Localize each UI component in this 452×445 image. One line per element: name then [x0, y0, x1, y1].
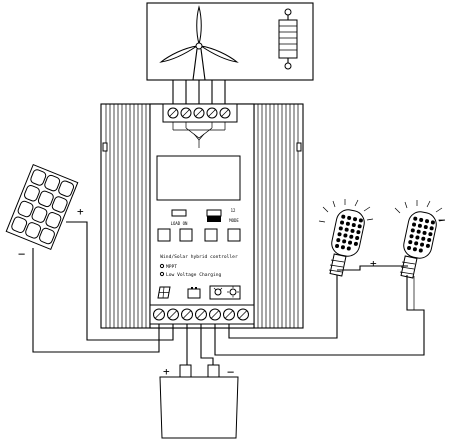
- lamp-wiring: [214, 265, 425, 356]
- terminal-screw: [181, 308, 193, 321]
- battery-minus-label: −: [227, 365, 234, 379]
- control-button[interactable]: [179, 228, 193, 242]
- input-rectifier-wiring: [172, 122, 226, 148]
- mode-indicators: MPPT Low Voltage Charging: [159, 263, 222, 278]
- terminal-screw: [167, 107, 179, 119]
- battery-plus-label: +: [163, 365, 170, 378]
- lamp-minus-label: −: [438, 213, 445, 227]
- button-row: [157, 228, 241, 242]
- terminal-screw: [237, 308, 249, 321]
- battery-icon: [159, 364, 239, 439]
- mode-switch[interactable]: [206, 209, 222, 222]
- solar-minus-label: −: [18, 247, 25, 261]
- terminal-screw: [223, 308, 235, 321]
- mode-switch-top-label: 12: [231, 208, 236, 213]
- mode-1-label: MPPT: [166, 264, 177, 270]
- right-heatsink: [253, 104, 302, 328]
- mode-switch-bottom-label: MODE: [229, 218, 239, 223]
- wind-turbine-icon: [159, 5, 239, 81]
- lcd-display: [156, 155, 241, 201]
- lamp-status-icons: [209, 285, 241, 300]
- terminal-screw: [219, 107, 231, 119]
- terminal-screw: [153, 308, 165, 321]
- terminal-screw: [209, 308, 221, 321]
- turbine-to-terminal-wires: [172, 80, 226, 104]
- terminal-screw: [167, 308, 179, 321]
- controller-body: [100, 103, 304, 329]
- lamp-plus-label: +: [370, 257, 377, 270]
- mode-indicator-dot: [159, 263, 165, 269]
- solar-panel-icon: [5, 163, 79, 251]
- sun-icon: [229, 288, 237, 296]
- dump-load-resistor-icon: [278, 8, 298, 70]
- load-switch[interactable]: [171, 209, 187, 217]
- top-wiring-loop: [146, 2, 314, 81]
- solar-status-icon: [157, 286, 171, 299]
- mode-2-label: Low Voltage Charging: [166, 272, 222, 278]
- control-button[interactable]: [157, 228, 171, 242]
- battery-status-icon: [187, 287, 201, 299]
- solar-wiring: [32, 221, 174, 353]
- terminal-screw: [206, 107, 218, 119]
- terminal-screw: [180, 107, 192, 119]
- terminal-screw: [193, 107, 205, 119]
- controller-title: Wind/Solar hybrid controller: [160, 254, 238, 260]
- bulb-icon: [214, 288, 222, 296]
- control-button[interactable]: [204, 228, 218, 242]
- led-lamp-icon: [318, 199, 374, 277]
- solar-plus-label: +: [77, 205, 84, 218]
- terminal-screw: [195, 308, 207, 321]
- led-lamp-icon: [394, 200, 446, 279]
- load-switch-label: LOAD ON: [171, 221, 188, 226]
- left-heatsink: [102, 104, 151, 328]
- control-button[interactable]: [227, 228, 241, 242]
- top-terminal-block: [162, 103, 238, 123]
- mode-indicator-dot: [159, 271, 165, 277]
- battery-wiring: [186, 324, 214, 365]
- bottom-terminal-block: [149, 304, 255, 325]
